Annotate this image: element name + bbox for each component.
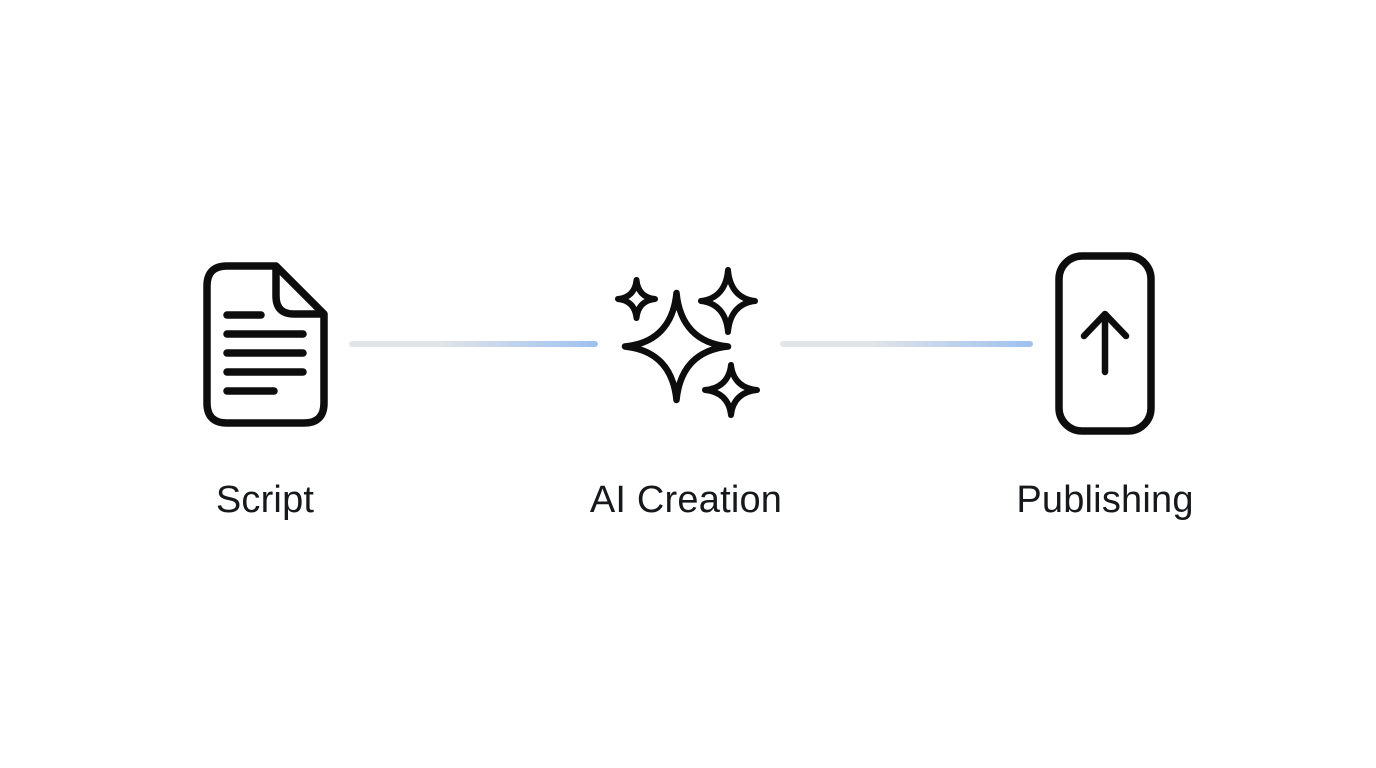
stage-label-ai-creation: AI Creation <box>589 479 783 521</box>
sparkles-icon <box>613 267 760 420</box>
file-text-icon <box>203 262 328 427</box>
stage-label-script: Script <box>215 479 315 521</box>
stage-label-publishing: Publishing <box>1016 479 1194 521</box>
connector-line-1 <box>349 341 598 347</box>
connector-line-2 <box>780 341 1033 347</box>
phone-upload-icon <box>1055 252 1155 435</box>
